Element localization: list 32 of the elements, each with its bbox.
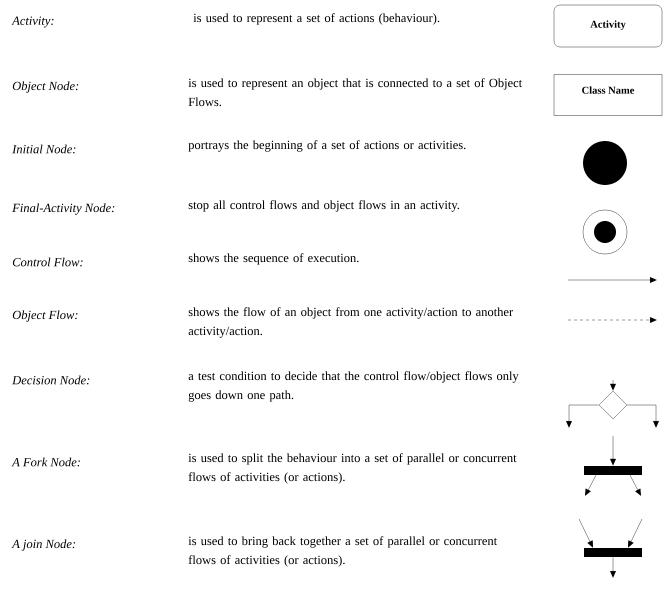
description-text: is used to represent an object that is connected to a set of Object Flows. — [188, 78, 522, 106]
class-box: Class Name — [554, 74, 662, 116]
arrow — [628, 518, 642, 548]
description-text: is used to bring back together a set of parallel or concurrent flows of activities (or actions). — [188, 536, 498, 567]
description-text: shows the flow of an object from one activity/action to another activity/action. — [188, 307, 514, 338]
description-text: stop all control flows and object flows in an activity. — [188, 200, 460, 212]
arrow — [566, 404, 599, 428]
description-text: portrays the beginning of a set of actions or activities. — [188, 140, 466, 152]
arrow — [585, 475, 596, 496]
decision-diamond — [598, 390, 628, 420]
term-label: A join Node: — [12, 539, 76, 551]
arrow — [578, 518, 593, 548]
arrow — [610, 436, 616, 466]
term-label: Object Flow: — [12, 310, 78, 322]
description-text: is used to represent a set of actions (behaviour). — [193, 13, 440, 25]
arrow — [610, 557, 616, 578]
description-text: shows the sequence of execution. — [188, 253, 359, 265]
arrow — [627, 404, 659, 428]
final-node-circle — [582, 210, 628, 254]
term-label: Final-Activity Node: — [12, 203, 114, 215]
term-label: A Fork Node: — [12, 458, 80, 466]
term-label: Control Flow: — [12, 258, 83, 266]
term-label: Initial Node: — [12, 144, 76, 154]
initial-node-circle — [583, 141, 627, 185]
arrow — [610, 380, 616, 390]
activity-box: Activity — [554, 4, 662, 48]
arrow — [630, 475, 641, 496]
term-label: Object Node: — [12, 81, 78, 93]
description-text: a test condition to decide that the control flow/object flows only goes down one path. — [188, 371, 519, 402]
term-label: Decision Node: — [12, 376, 90, 384]
description-text: is used to split the behaviour into a set of parallel or concurrent flows of activities (or actions). — [188, 453, 517, 484]
term-label: Activity: — [12, 16, 54, 28]
